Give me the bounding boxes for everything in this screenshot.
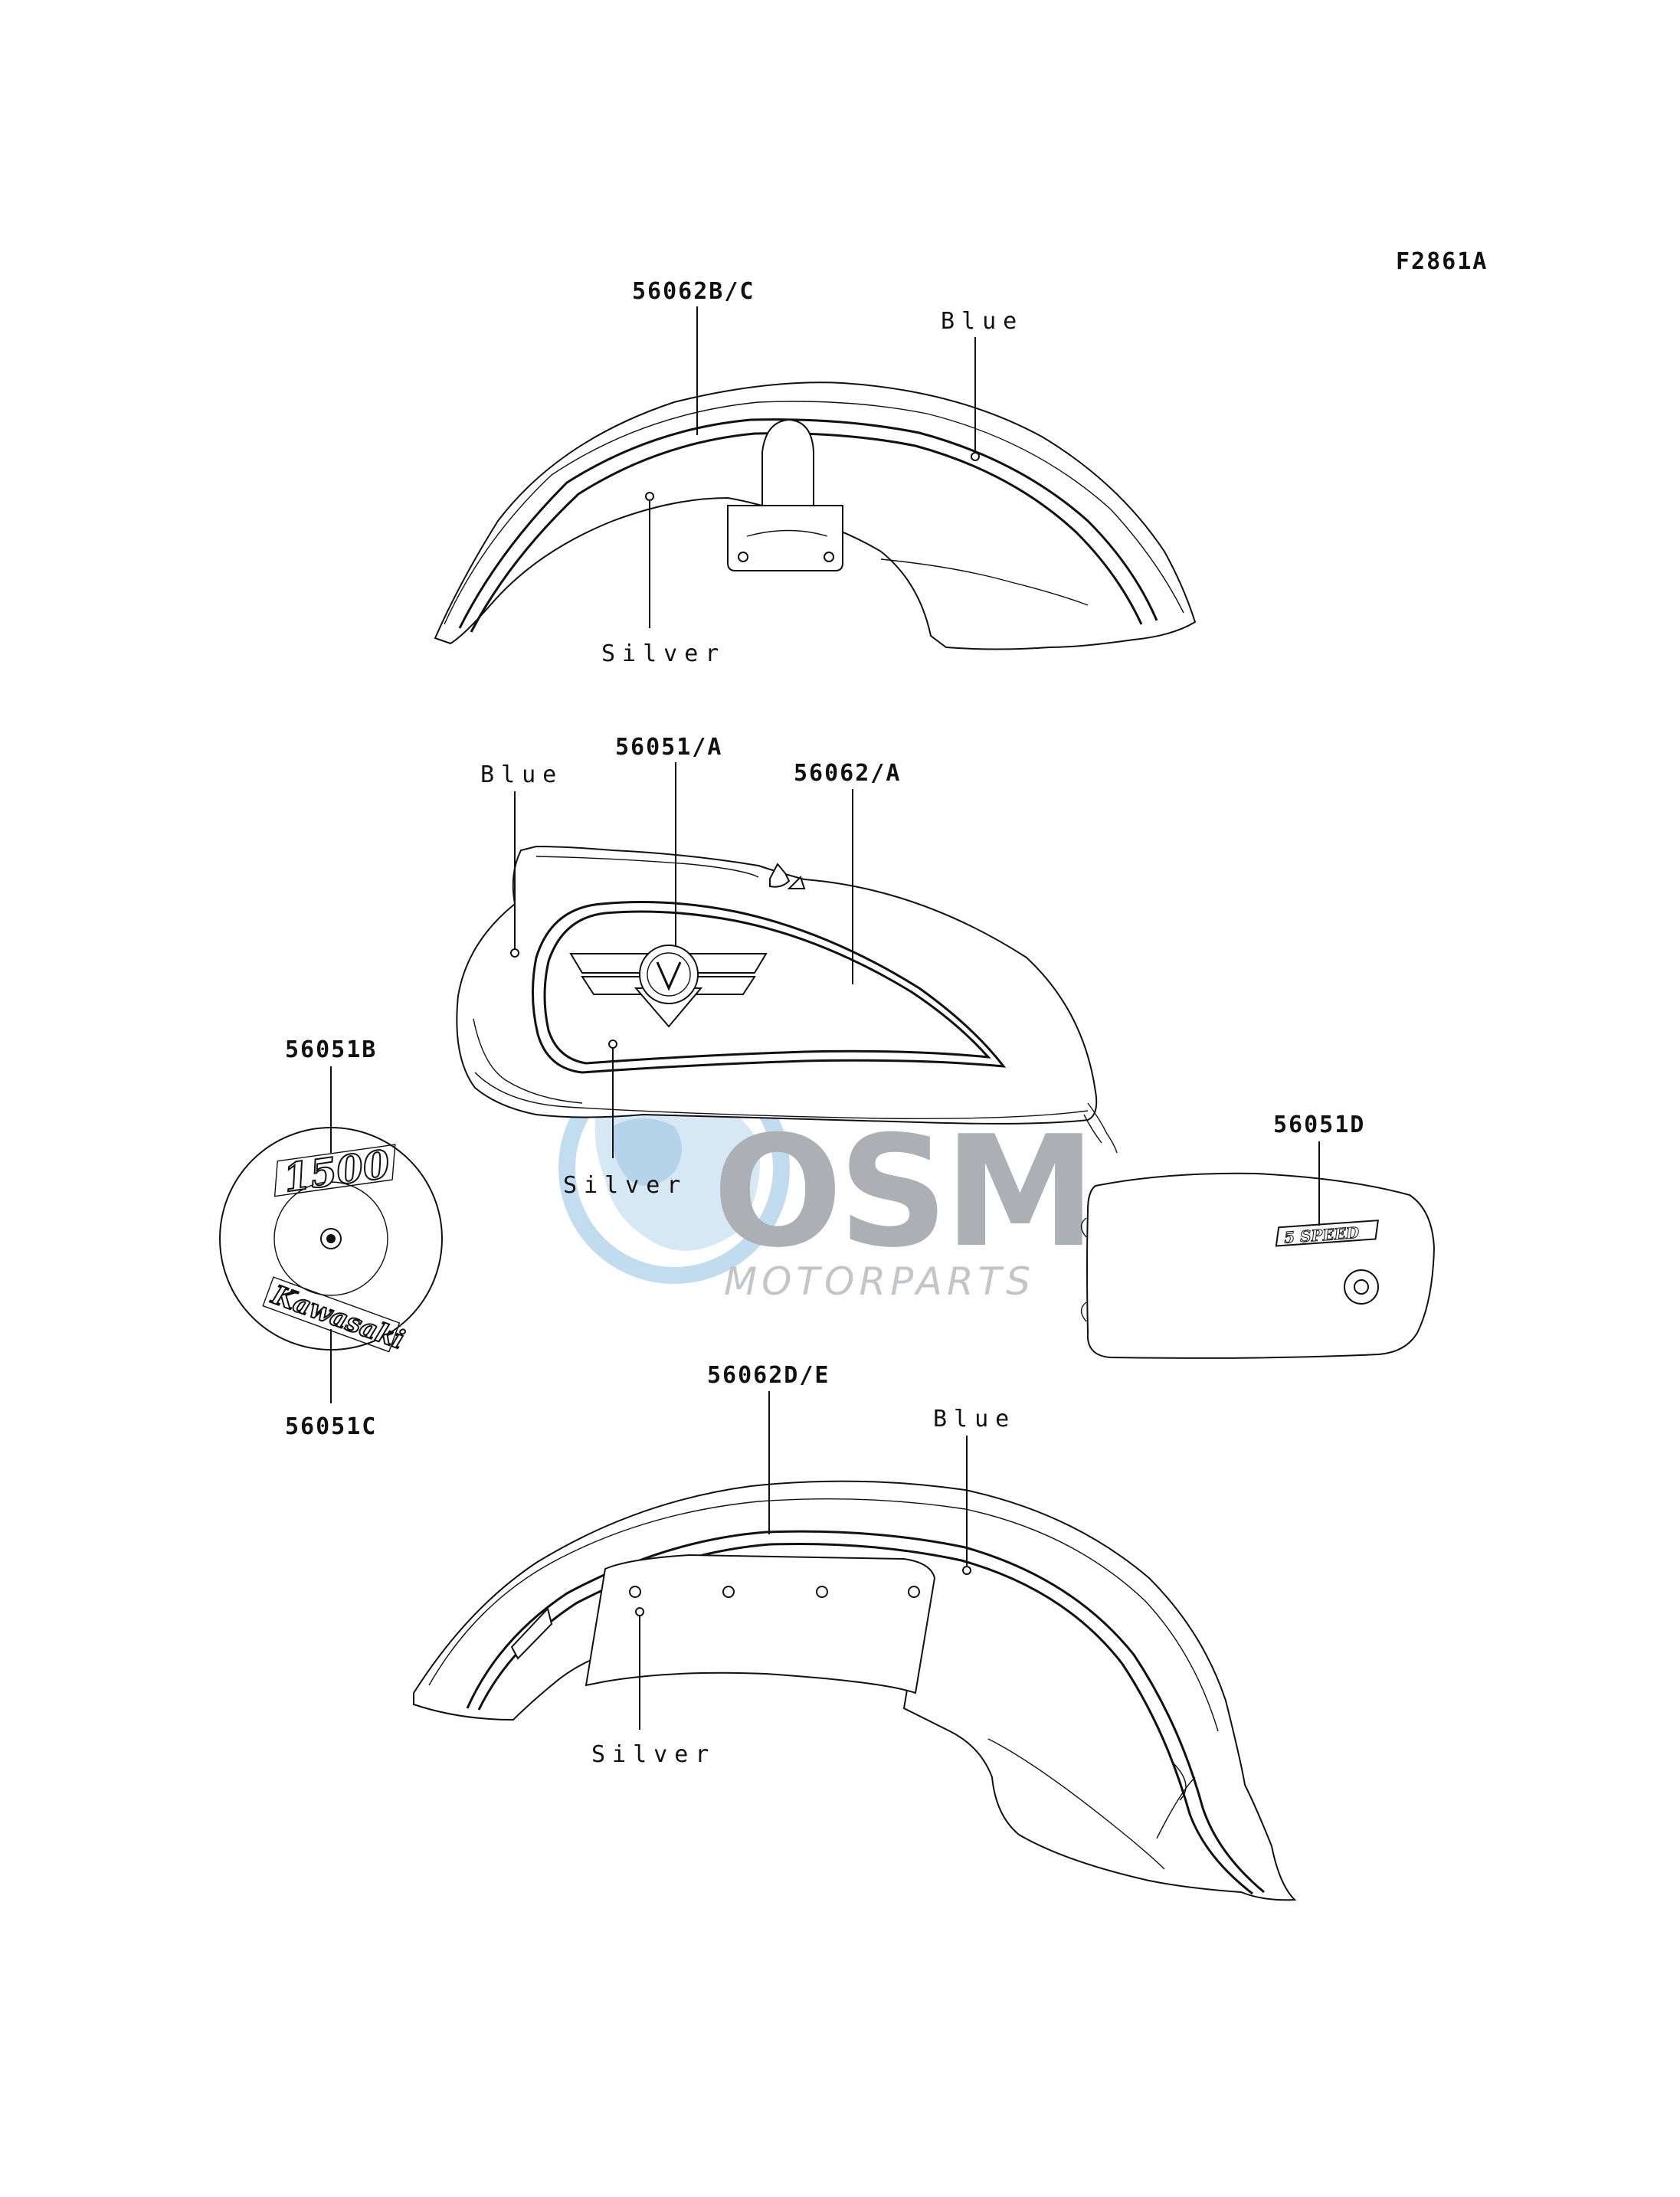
front-fender: [434, 381, 1197, 650]
watermark-tagline: MOTORPARTS: [724, 1259, 1035, 1304]
front-fender-blue-dot: [971, 452, 980, 461]
fuel-tank-body: [456, 845, 1098, 1125]
front-fender-color-silver: Silver: [601, 640, 725, 667]
watermark-brand: OSM: [712, 1103, 1092, 1282]
front-fender-mount: [761, 418, 814, 506]
fuel-tank-stripe-inner: [543, 910, 991, 1065]
rear-fender-color-silver: Silver: [591, 1741, 716, 1768]
rear-fender-leaders: 56062D/E Blue Silver: [591, 1362, 1016, 1768]
rear-fender-mount: [585, 1554, 936, 1694]
rear-fender-silver-dot: [635, 1607, 644, 1616]
front-fender-silver-dot: [645, 492, 654, 501]
fuel-tank-leaders: Blue 56051/A 56062/A Silver: [480, 734, 901, 1199]
fuel-tank-stripe-label: 56062/A: [794, 760, 901, 787]
fuel-tank: [456, 845, 1118, 1154]
side-cover: 5 SPEED: [1080, 1172, 1436, 1359]
front-fender-color-blue: Blue: [941, 308, 1023, 335]
front-fender-leaders: 56062B/C Blue Silver: [601, 278, 1023, 667]
rear-fender-stripe-label: 56062D/E: [707, 1362, 830, 1389]
round-emblem: 1500 Kawasaki: [219, 1127, 443, 1357]
fuel-tank-stripe-outer: [531, 901, 1007, 1074]
side-cover-leaders: 56051D: [1273, 1112, 1365, 1226]
fuel-tank-emblem-label: 56051/A: [615, 734, 722, 761]
fuel-tank-emblem: [569, 945, 768, 1028]
rear-fender-blue-dot: [962, 1566, 971, 1575]
fuel-tank-silver-dot: [608, 1040, 617, 1049]
fuel-tank-color-blue: Blue: [480, 761, 563, 788]
side-cover-label: 56051D: [1273, 1112, 1365, 1138]
rear-fender-color-blue: Blue: [933, 1406, 1016, 1432]
round-emblem-leaders: 56051B 56051C: [285, 1036, 377, 1440]
watermark: OSM MOTORPARTS: [558, 1053, 1096, 1304]
fuel-tank-color-silver: Silver: [563, 1172, 687, 1199]
side-cover-body: [1086, 1172, 1436, 1359]
front-fender-stripe-label: 56062B/C: [632, 278, 755, 305]
rear-fender: [413, 1480, 1297, 1901]
fuel-tank-blue-dot: [510, 948, 519, 958]
round-emblem-top-label: 56051B: [285, 1036, 377, 1063]
figure-code: F2861A: [1396, 248, 1488, 275]
round-emblem-bottom-label: 56051C: [285, 1413, 377, 1440]
rear-fender-body: [413, 1480, 1297, 1901]
